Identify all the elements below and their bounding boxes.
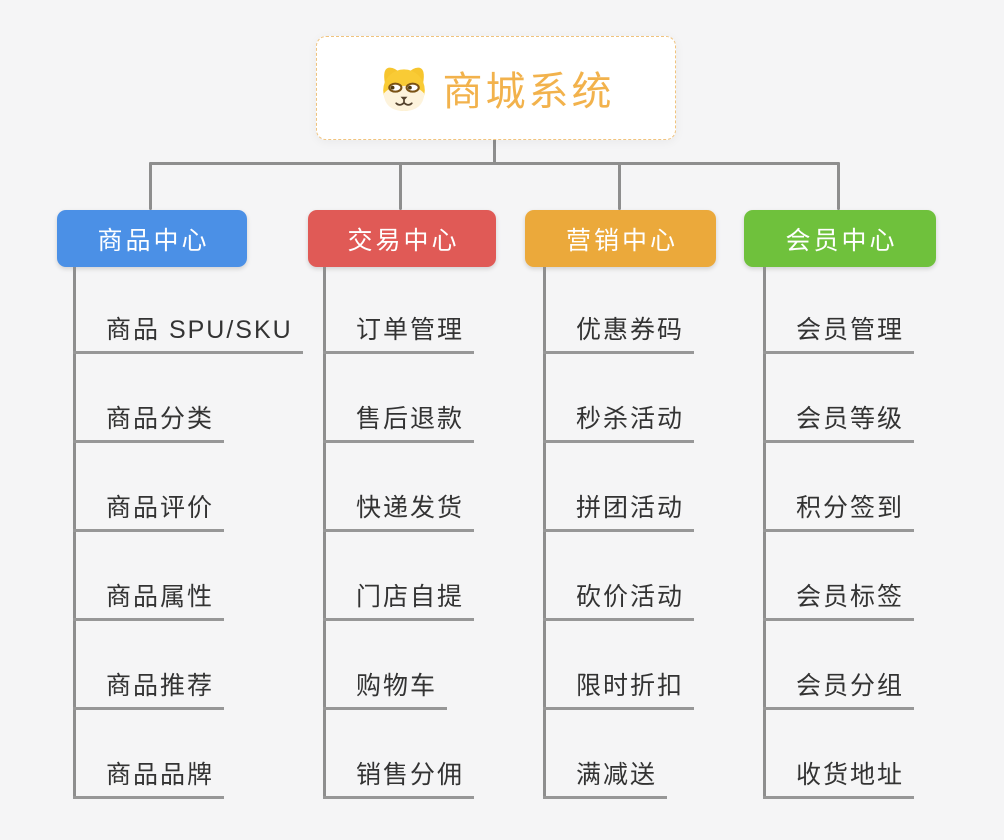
branch-spine — [543, 267, 546, 799]
leaf-node[interactable]: 会员管理 — [763, 317, 915, 354]
leaf-node[interactable]: 快递发货 — [323, 495, 475, 532]
leaf-node[interactable]: 满减送 — [543, 762, 668, 799]
leaf-node[interactable]: 商品推荐 — [73, 673, 225, 710]
root-title: 商城系统 — [442, 70, 615, 114]
branch-children-marketing: 优惠券码 秒杀活动 拼团活动 砍价活动 限时折扣 满减送 — [543, 267, 805, 812]
connector-root-stub — [493, 138, 496, 165]
leaf-node[interactable]: 商品属性 — [73, 584, 225, 621]
branch-children-trade: 订单管理 售后退款 快递发货 门店自提 购物车 销售分佣 — [323, 267, 585, 812]
branch-node-member-center[interactable]: 会员中心 — [744, 210, 936, 267]
leaf-node[interactable]: 销售分佣 — [323, 762, 475, 799]
leaf-node[interactable]: 砍价活动 — [543, 584, 695, 621]
leaf-node[interactable]: 拼团活动 — [543, 495, 695, 532]
leaf-node[interactable]: 积分签到 — [763, 495, 915, 532]
connector-horizontal — [149, 162, 840, 165]
leaf-node[interactable]: 门店自提 — [323, 584, 475, 621]
branch-spine — [323, 267, 326, 799]
branch-spine — [763, 267, 766, 799]
leaf-node[interactable]: 订单管理 — [323, 317, 475, 354]
leaf-node[interactable]: 商品分类 — [73, 406, 225, 443]
branch-node-product-center[interactable]: 商品中心 — [57, 210, 247, 267]
root-node[interactable]: 商城系统 — [316, 36, 676, 140]
connector-drop-trade — [399, 162, 402, 210]
branch-spine — [73, 267, 76, 799]
shiba-dog-icon — [378, 65, 430, 112]
leaf-node[interactable]: 优惠券码 — [543, 317, 695, 354]
branch-node-marketing-center[interactable]: 营销中心 — [525, 210, 716, 267]
leaf-node[interactable]: 会员等级 — [763, 406, 915, 443]
connector-drop-product — [149, 162, 152, 210]
connector-drop-marketing — [618, 162, 621, 210]
leaf-node[interactable]: 商品 SPU/SKU — [73, 317, 303, 354]
branch-node-trade-center[interactable]: 交易中心 — [308, 210, 496, 267]
leaf-node[interactable]: 会员分组 — [763, 673, 915, 710]
connector-drop-member — [837, 162, 840, 210]
branch-children-product: 商品 SPU/SKU 商品分类 商品评价 商品属性 商品推荐 商品品牌 — [73, 267, 335, 812]
leaf-node[interactable]: 购物车 — [323, 673, 448, 710]
leaf-node[interactable]: 限时折扣 — [543, 673, 695, 710]
leaf-node[interactable]: 秒杀活动 — [543, 406, 695, 443]
leaf-node[interactable]: 商品品牌 — [73, 762, 225, 799]
branch-children-member: 会员管理 会员等级 积分签到 会员标签 会员分组 收货地址 — [763, 267, 1004, 812]
leaf-node[interactable]: 售后退款 — [323, 406, 475, 443]
leaf-node[interactable]: 会员标签 — [763, 584, 915, 621]
leaf-node[interactable]: 收货地址 — [763, 762, 915, 799]
leaf-node[interactable]: 商品评价 — [73, 495, 225, 532]
